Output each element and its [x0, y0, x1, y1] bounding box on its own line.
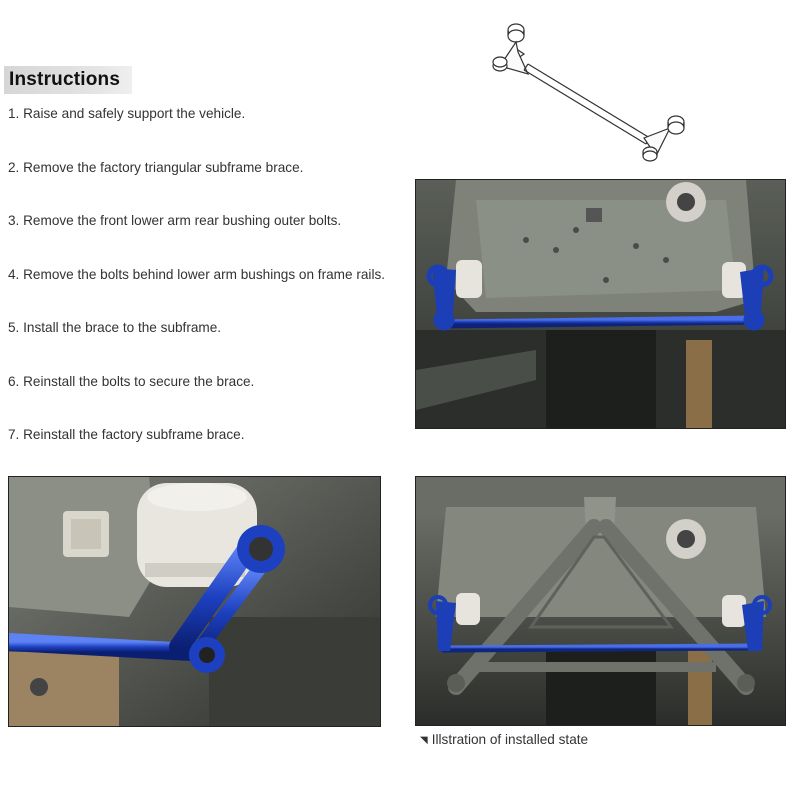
photo-caption: ◥Illstration of installed state [420, 732, 588, 747]
installed-state-photo [415, 476, 786, 726]
caption-marker-icon: ◥ [420, 735, 428, 746]
step-6: 6. Reinstall the bolts to secure the bra… [8, 373, 255, 389]
step-3: 3. Remove the front lower arm rear bushi… [8, 213, 342, 228]
step-4: 4. Remove the bolts behind lower arm bus… [8, 266, 386, 282]
bushing-closeup-photo [8, 476, 381, 727]
step-7: 7. Reinstall the factory subframe brace. [8, 427, 245, 442]
step-1: 1. Raise and safely support the vehicle. [8, 106, 246, 121]
step-2: 2. Remove the factory triangular subfram… [8, 159, 304, 175]
step-5: 5. Install the brace to the subframe. [8, 320, 222, 335]
caption-text: Illstration of installed state [431, 732, 589, 747]
instructions-heading: Instructions [4, 66, 132, 94]
instructions-heading-text: Instructions [9, 69, 121, 90]
steps-list: 1. Raise and safely support the vehicle.… [8, 104, 408, 479]
installed-brace-photo [415, 179, 786, 429]
brace-diagram-icon [488, 16, 698, 171]
